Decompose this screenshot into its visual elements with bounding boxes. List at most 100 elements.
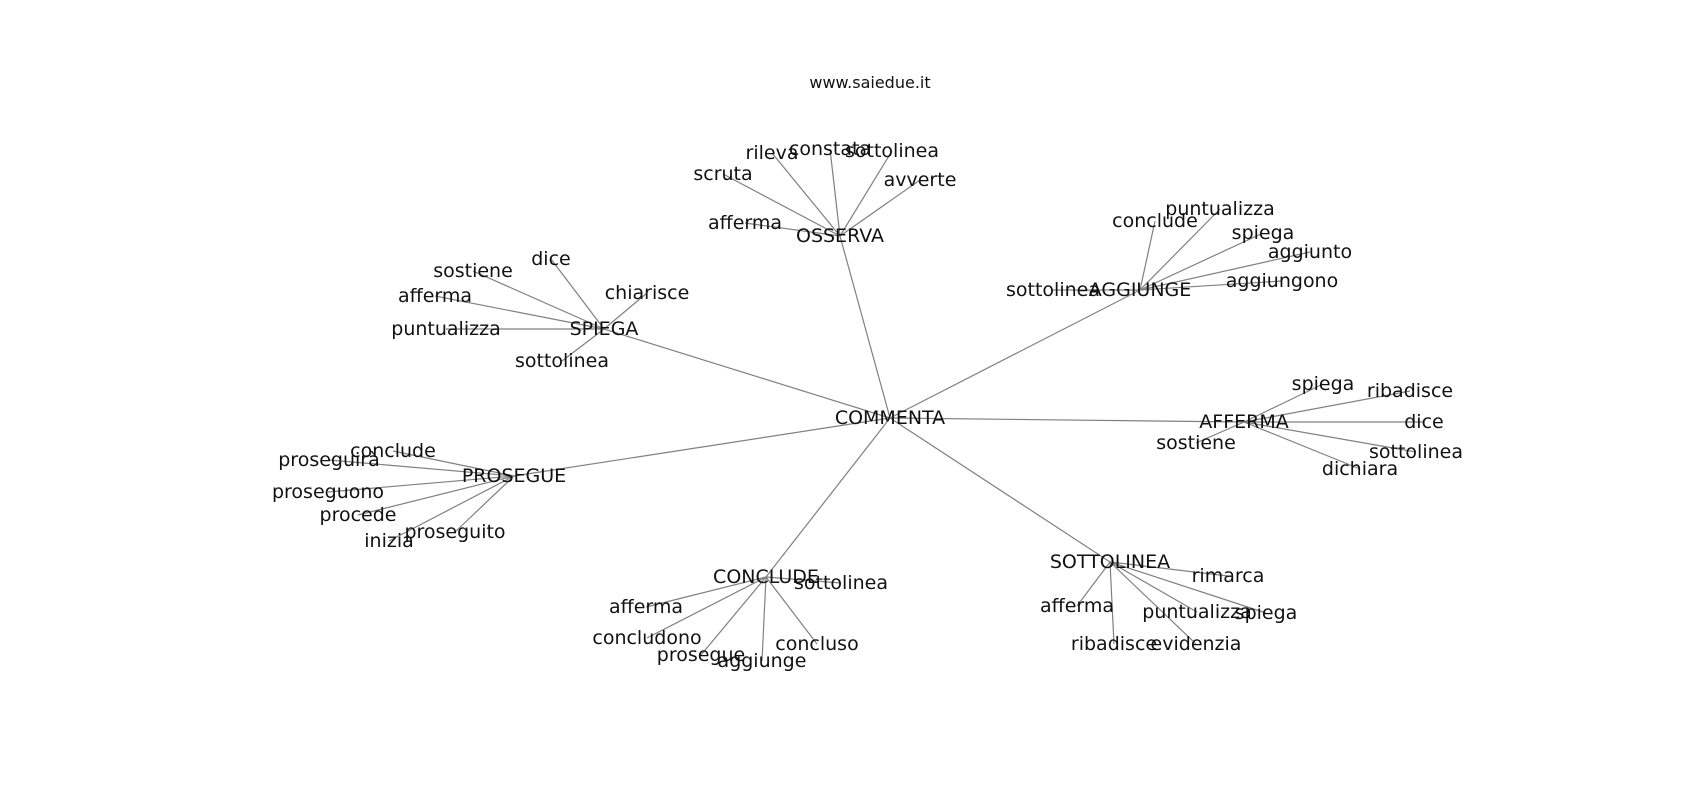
edge-hub-to-leaf bbox=[1243, 421, 1361, 470]
edge-hub-to-leaf bbox=[1139, 280, 1283, 291]
leaf-node-label: concluso bbox=[775, 633, 858, 655]
edge-root-to-hub bbox=[889, 417, 1245, 423]
edge-hub-to-leaf bbox=[550, 258, 605, 330]
hub-node-label: SOTTOLINEA bbox=[1050, 551, 1170, 573]
hub-node-label: AGGIUNGE bbox=[1089, 279, 1192, 301]
leaf-node-label: sottolinea bbox=[845, 140, 939, 162]
edges-layer bbox=[327, 148, 1424, 662]
root-node-label: COMMENTA bbox=[835, 407, 945, 429]
leaf-node-label: puntualizza bbox=[391, 318, 500, 340]
leaf-node-label: aggiunge bbox=[718, 650, 807, 672]
leaf-node-label: conclude bbox=[350, 440, 436, 462]
edge-hub-to-leaf bbox=[700, 576, 767, 656]
edge-hub-to-leaf bbox=[357, 475, 515, 516]
edge-hub-to-leaf bbox=[327, 475, 515, 493]
leaf-node-label: chiarisce bbox=[605, 282, 690, 304]
leaf-node-label: afferma bbox=[708, 212, 782, 234]
hub-node-label: OSSERVA bbox=[796, 225, 884, 247]
edge-root-to-hub bbox=[765, 417, 891, 578]
edge-hub-to-leaf bbox=[722, 173, 841, 237]
edge-hub-to-leaf bbox=[771, 152, 841, 237]
leaf-node-label: aggiungono bbox=[1226, 270, 1338, 292]
leaf-node-label: puntualizza bbox=[1165, 198, 1274, 220]
edge-hub-to-leaf bbox=[603, 292, 648, 330]
leaf-node-label: concludono bbox=[592, 627, 701, 649]
leaf-node-label: inizia bbox=[364, 530, 414, 552]
edge-hub-to-leaf bbox=[839, 150, 893, 237]
hub-node-label: CONCLUDE bbox=[713, 566, 819, 588]
leaf-node-label: sostiene bbox=[433, 260, 513, 282]
leaf-node-label: afferma bbox=[398, 285, 472, 307]
leaf-node-label: procede bbox=[320, 504, 397, 526]
edge-hub-to-leaf bbox=[744, 222, 841, 237]
edge-hub-to-leaf bbox=[1139, 220, 1156, 291]
leaf-node-label: aggiunto bbox=[1268, 241, 1352, 263]
edge-hub-to-leaf bbox=[1109, 561, 1198, 613]
edge-hub-to-leaf bbox=[765, 576, 818, 645]
edge-hub-to-leaf bbox=[1109, 561, 1229, 577]
site-watermark: www.saiedue.it bbox=[809, 73, 930, 92]
edge-hub-to-leaf bbox=[1109, 561, 1197, 645]
leaf-node-label: spiega bbox=[1292, 373, 1355, 395]
edge-hub-to-leaf bbox=[1243, 421, 1417, 453]
edge-hub-to-leaf bbox=[761, 576, 767, 662]
edge-hub-to-leaf bbox=[328, 459, 515, 477]
leaf-node-label: proseguono bbox=[272, 481, 384, 503]
edge-hub-to-leaf bbox=[1243, 390, 1411, 423]
leaf-node-label: dice bbox=[1404, 411, 1443, 433]
leaf-node-label: rileva bbox=[746, 142, 799, 164]
edge-hub-to-leaf bbox=[829, 148, 841, 237]
edge-hub-to-leaf bbox=[388, 475, 515, 542]
edge-hub-to-leaf bbox=[1076, 561, 1111, 607]
hub-node-label: AFFERMA bbox=[1199, 411, 1288, 433]
edge-root-to-hub bbox=[839, 235, 891, 419]
leaf-node-label: ribadisce bbox=[1367, 380, 1453, 402]
leaf-node-label: proseguirà bbox=[278, 449, 380, 471]
edge-hub-to-leaf bbox=[454, 475, 515, 533]
edge-hub-to-leaf bbox=[1243, 383, 1324, 423]
labels-layer: COMMENTA OSSERVA afferma scrutarilevaconsta… bbox=[272, 138, 1463, 672]
edge-hub-to-leaf bbox=[1139, 208, 1221, 291]
leaf-node-label: constata bbox=[789, 138, 871, 160]
edge-root-to-hub bbox=[889, 289, 1141, 419]
leaf-node-label: conclude bbox=[1112, 210, 1198, 232]
edge-hub-to-leaf bbox=[1195, 421, 1245, 444]
leaf-node-label: spiega bbox=[1232, 222, 1295, 244]
leaf-node-label: sottolinea bbox=[515, 350, 609, 372]
leaf-node-label: prosegue bbox=[657, 644, 745, 666]
edge-root-to-hub bbox=[513, 417, 891, 477]
leaf-node-label: sottolinea bbox=[1369, 441, 1463, 463]
hub-node-label: PROSEGUE bbox=[462, 465, 566, 487]
leaf-node-label: sostiene bbox=[1156, 432, 1236, 454]
edge-hub-to-leaf bbox=[472, 270, 605, 330]
leaf-node-label: ribadisce bbox=[1071, 633, 1157, 655]
leaf-node-label: avverte bbox=[884, 169, 957, 191]
leaf-node-label: afferma bbox=[609, 596, 683, 618]
leaf-node-label: dice bbox=[531, 248, 570, 270]
edge-hub-to-leaf bbox=[1139, 251, 1311, 291]
leaf-node-label: evidenzia bbox=[1151, 633, 1242, 655]
hub-node-label: SPIEGA bbox=[570, 318, 639, 340]
edge-hub-to-leaf bbox=[1139, 232, 1264, 291]
leaf-node-label: scruta bbox=[693, 163, 752, 185]
edge-hub-to-leaf bbox=[1109, 561, 1267, 614]
leaf-node-label: dichiara bbox=[1322, 458, 1398, 480]
edge-hub-to-leaf bbox=[392, 450, 515, 477]
edge-hub-to-leaf bbox=[561, 328, 605, 362]
leaf-node-label: spiega bbox=[1235, 602, 1298, 624]
edge-hub-to-leaf bbox=[645, 576, 767, 608]
leaf-node-label: sottolinea bbox=[1006, 279, 1100, 301]
edge-root-to-hub bbox=[889, 417, 1111, 563]
leaf-node-label: proseguito bbox=[404, 521, 505, 543]
edge-hub-to-leaf bbox=[765, 576, 842, 584]
leaf-node-label: puntualizza bbox=[1142, 601, 1251, 623]
edge-hub-to-leaf bbox=[646, 576, 767, 639]
leaf-node-label: rimarca bbox=[1192, 565, 1265, 587]
edge-hub-to-leaf bbox=[1109, 561, 1115, 645]
edge-hub-to-leaf bbox=[434, 295, 605, 330]
leaf-node-label: sottolinea bbox=[794, 572, 888, 594]
edge-root-to-hub bbox=[603, 328, 891, 419]
leaf-node-label: afferma bbox=[1040, 595, 1114, 617]
edge-hub-to-leaf bbox=[839, 179, 921, 237]
